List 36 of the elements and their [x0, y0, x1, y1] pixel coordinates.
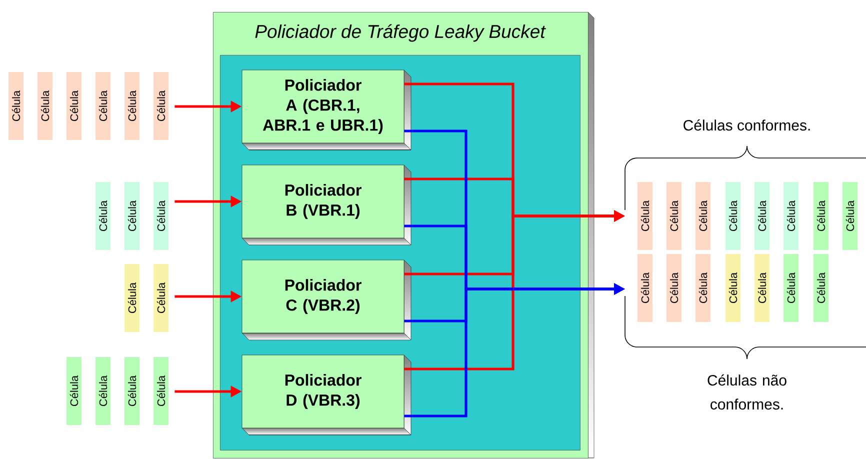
cell: Célula [814, 254, 828, 322]
cell: Célula [726, 182, 740, 250]
cell: Célula [696, 254, 710, 322]
brace-label: Células não conformes. [708, 374, 786, 410]
cell: Célula [696, 182, 710, 250]
cell: Célula [784, 254, 798, 322]
cell: Célula [8, 72, 24, 140]
policer-box: Policiador D (VBR.3) [242, 354, 412, 436]
cell: Célula [784, 182, 798, 250]
cell: Célula [666, 254, 682, 322]
cell: Célula [842, 182, 858, 250]
cell: Célula [154, 357, 168, 425]
cell: Célula [814, 182, 828, 250]
cell: Célula [638, 182, 652, 250]
cell: Célula [726, 254, 740, 322]
cell: Célula [638, 254, 652, 322]
cell: Célula [154, 72, 168, 140]
cell: Célula [124, 72, 140, 140]
cell: Célula [124, 264, 140, 332]
cell: Célula [96, 72, 110, 140]
cell: Célula [66, 357, 82, 425]
policer-box: Policiador C (VBR.2) [242, 260, 412, 340]
cell: Célula [124, 357, 140, 425]
cell: Célula [96, 357, 110, 425]
cell: Célula [754, 182, 770, 250]
brace-label: Células conformes. [684, 119, 810, 131]
cell: Célula [66, 72, 82, 140]
cell: Célula [124, 182, 140, 250]
policer-box: Policiador B (VBR.1) [242, 164, 412, 246]
cell: Célula [154, 264, 168, 332]
cell: Célula [154, 182, 168, 250]
policer-box: Policiador A (CBR.1, ABR.1 e UBR.1) [242, 70, 412, 150]
cell: Célula [38, 72, 52, 140]
cell: Célula [754, 254, 770, 322]
cell: Célula [666, 182, 682, 250]
cell: Célula [96, 182, 110, 250]
